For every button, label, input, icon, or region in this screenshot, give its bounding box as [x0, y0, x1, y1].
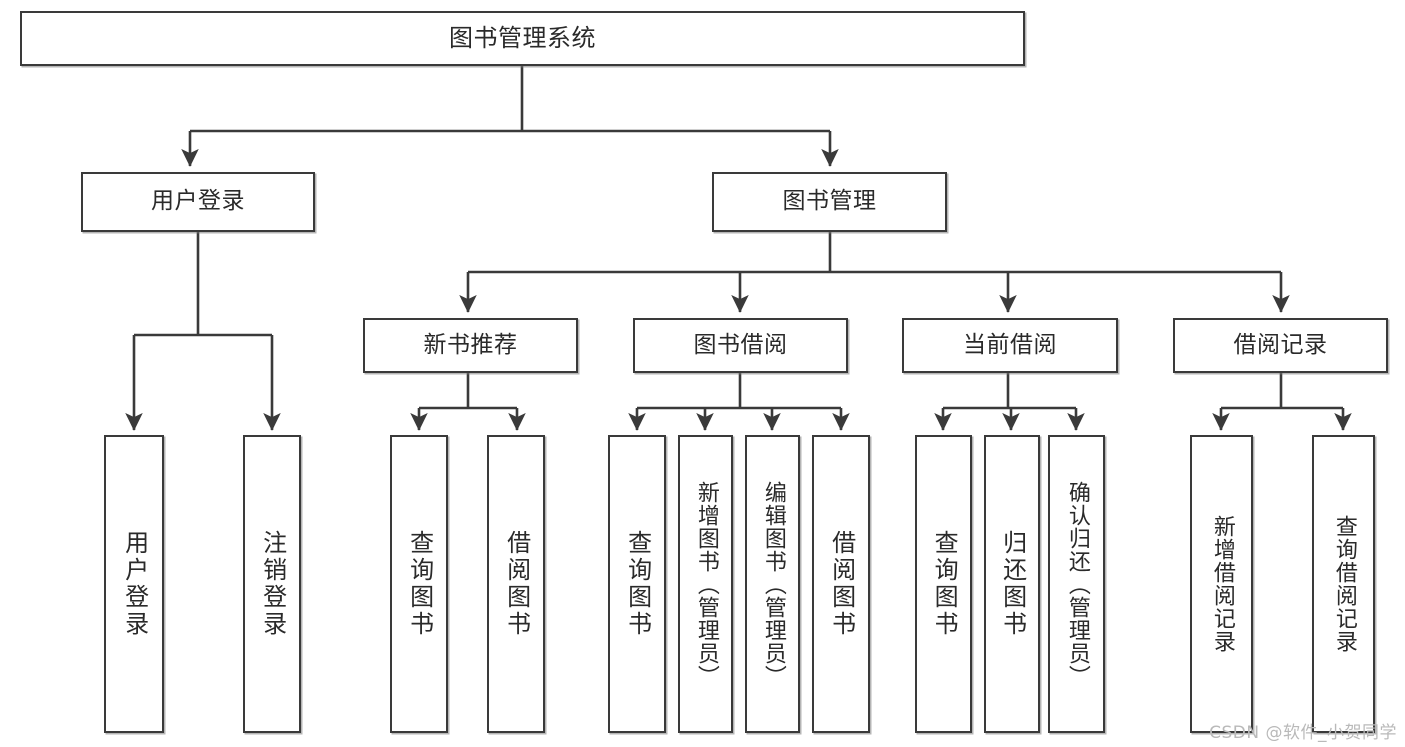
- node-leaf-query-book-borrow-label: 查询图书: [623, 530, 652, 638]
- node-root-book-management-system[interactable]: 图书管理系统: [20, 11, 1025, 66]
- node-leaf-query-book-recommend[interactable]: 查询图书: [390, 435, 448, 733]
- node-new-book-recommend[interactable]: 新书推荐: [363, 318, 578, 373]
- node-leaf-add-borrow-record[interactable]: 新增借阅记录: [1190, 435, 1253, 733]
- node-book-borrow[interactable]: 图书借阅: [633, 318, 848, 373]
- node-book-management[interactable]: 图书管理: [712, 172, 947, 232]
- node-book-borrow-label: 图书借阅: [693, 331, 788, 358]
- node-leaf-query-book-current[interactable]: 查询图书: [915, 435, 972, 733]
- node-leaf-logout-label: 注销登录: [258, 530, 287, 638]
- node-leaf-logout[interactable]: 注销登录: [243, 435, 301, 733]
- node-current-borrow-label: 当前借阅: [963, 331, 1057, 358]
- node-leaf-confirm-return-admin[interactable]: 确认归还（管理员）: [1048, 435, 1105, 733]
- node-leaf-add-book-admin-label: 新增图书（管理员）: [693, 480, 719, 688]
- node-leaf-borrow-book-recommend[interactable]: 借阅图书: [487, 435, 545, 733]
- node-leaf-borrow-book-recommend-label: 借阅图书: [502, 530, 531, 638]
- node-leaf-edit-book-admin[interactable]: 编辑图书（管理员）: [745, 435, 800, 733]
- node-leaf-query-borrow-record[interactable]: 查询借阅记录: [1312, 435, 1375, 733]
- node-leaf-edit-book-admin-label: 编辑图书（管理员）: [760, 480, 786, 688]
- node-leaf-borrow-book-label: 借阅图书: [827, 530, 856, 638]
- node-leaf-borrow-book[interactable]: 借阅图书: [812, 435, 870, 733]
- node-leaf-return-book[interactable]: 归还图书: [984, 435, 1040, 733]
- node-leaf-return-book-label: 归还图书: [998, 530, 1027, 638]
- node-user-login[interactable]: 用户登录: [81, 172, 315, 232]
- node-leaf-query-book-borrow[interactable]: 查询图书: [608, 435, 666, 733]
- node-leaf-confirm-return-admin-label: 确认归还（管理员）: [1064, 480, 1090, 688]
- node-book-management-label: 图书管理: [782, 188, 877, 215]
- node-leaf-query-book-current-label: 查询图书: [930, 530, 959, 638]
- node-leaf-user-login-label: 用户登录: [120, 530, 149, 638]
- node-user-login-label: 用户登录: [151, 188, 245, 215]
- node-current-borrow[interactable]: 当前借阅: [902, 318, 1118, 373]
- node-leaf-add-borrow-record-label: 新增借阅记录: [1209, 515, 1235, 653]
- node-leaf-query-borrow-record-label: 查询借阅记录: [1331, 515, 1357, 653]
- node-leaf-user-login[interactable]: 用户登录: [104, 435, 164, 733]
- node-leaf-add-book-admin[interactable]: 新增图书（管理员）: [678, 435, 733, 733]
- node-leaf-query-book-recommend-label: 查询图书: [405, 530, 434, 638]
- node-root-label: 图书管理系统: [449, 24, 596, 53]
- node-borrow-record[interactable]: 借阅记录: [1173, 318, 1388, 373]
- node-new-book-recommend-label: 新书推荐: [423, 331, 518, 358]
- node-borrow-record-label: 借阅记录: [1233, 331, 1328, 358]
